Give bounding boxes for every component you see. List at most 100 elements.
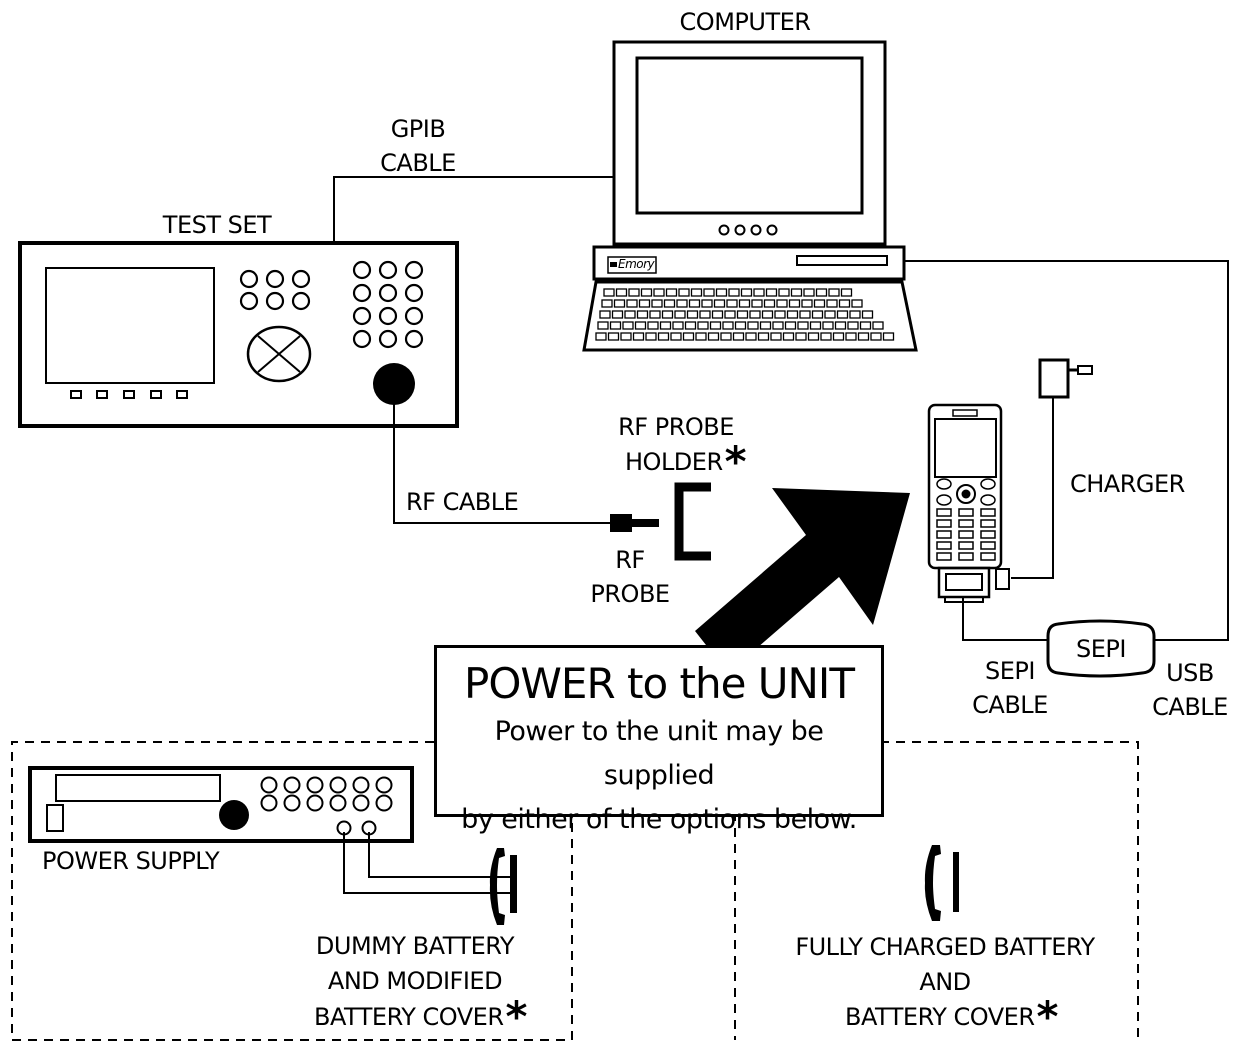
sepi-box xyxy=(1046,619,1156,678)
keyboard-key xyxy=(670,332,682,341)
keyboard-key xyxy=(724,310,736,319)
rf-probe xyxy=(610,514,659,532)
keyboard-key xyxy=(734,321,747,330)
keyboard-key xyxy=(647,321,659,330)
gpib-cable xyxy=(333,176,614,243)
keyboard-key xyxy=(826,299,838,308)
charger xyxy=(1038,358,1093,399)
keyboard-key xyxy=(701,299,713,308)
test-set xyxy=(18,241,459,428)
keyboard-key xyxy=(882,332,895,341)
keyboard-key xyxy=(728,288,740,297)
keyboard-key xyxy=(740,288,753,297)
keyboard-key xyxy=(732,332,745,341)
keyboard-key xyxy=(697,321,709,330)
rf-probe-holder-text: HOLDER xyxy=(625,448,723,476)
keyboard-key xyxy=(651,299,663,308)
keyboard-key xyxy=(736,310,749,319)
keyboard-key xyxy=(653,288,665,297)
sepi-cable-label-line2: CABLE xyxy=(972,691,1048,719)
keyboard-key xyxy=(782,332,795,341)
keyboard-key xyxy=(745,332,757,341)
keyboard-key xyxy=(726,299,738,308)
usb-cable xyxy=(905,260,1229,641)
keyboard-key xyxy=(849,310,861,319)
usb-cable-label-line1: USB xyxy=(1166,659,1214,687)
keyboard-key xyxy=(759,321,772,330)
keyboard-key xyxy=(657,332,670,341)
power-box-title: POWER to the UNIT xyxy=(464,659,855,708)
keyboard-key xyxy=(703,288,715,297)
keyboard-key xyxy=(611,310,624,319)
dummy-battery-cover-text: BATTERY COVER xyxy=(314,1003,504,1031)
keyboard-key xyxy=(757,332,770,341)
keyboard-key xyxy=(624,310,636,319)
asterisk-icon: * xyxy=(1036,992,1059,1041)
power-supply-label: POWER SUPPLY xyxy=(42,847,220,875)
keyboard-key xyxy=(847,321,859,330)
keyboard-key xyxy=(684,321,697,330)
keyboard-key xyxy=(722,321,734,330)
keyboard-key xyxy=(695,332,707,341)
keyboard-key xyxy=(620,332,632,341)
keyboard-key xyxy=(832,332,845,341)
keyboard-key xyxy=(845,332,857,341)
keyboard-key xyxy=(788,299,801,308)
power-supply-lead-2 xyxy=(368,832,513,878)
charged-battery xyxy=(924,845,959,921)
keyboard-key xyxy=(813,299,826,308)
keyboard-key xyxy=(638,299,651,308)
keyboard-key xyxy=(838,299,851,308)
keyboard-key xyxy=(661,310,674,319)
keyboard-key xyxy=(626,299,638,308)
keyboard-key xyxy=(690,288,703,297)
keyboard-key xyxy=(815,288,828,297)
keyboard-key xyxy=(678,288,690,297)
keyboard-key xyxy=(688,299,701,308)
charged-battery-label-line1: FULLY CHARGED BATTERY xyxy=(795,933,1095,961)
keyboard-key xyxy=(634,321,647,330)
rf-probe-holder-label-line2: HOLDER* xyxy=(625,441,747,483)
keyboard-key xyxy=(803,288,815,297)
keyboard-key xyxy=(761,310,774,319)
power-to-unit-box: POWER to the UNIT Power to the unit may … xyxy=(434,645,884,835)
keyboard-key xyxy=(809,321,822,330)
keyboard-key xyxy=(720,332,732,341)
keyboard-key xyxy=(807,332,820,341)
keyboard-key xyxy=(786,310,799,319)
keyboard-key xyxy=(640,288,653,297)
keyboard-key xyxy=(713,299,726,308)
keyboard-key xyxy=(595,332,607,341)
keyboard-key xyxy=(801,299,813,308)
keyboard-key xyxy=(609,321,622,330)
keyboard-key xyxy=(799,310,811,319)
keyboard-key xyxy=(811,310,824,319)
computer-label: COMPUTER xyxy=(679,8,811,36)
power-supply-lead-1 xyxy=(343,832,513,894)
keyboard-key xyxy=(751,299,763,308)
keyboard-key xyxy=(747,321,759,330)
sepi-cable xyxy=(962,598,1050,641)
keyboard-key xyxy=(597,321,609,330)
rf-probe-holder-label-line1: RF PROBE xyxy=(618,413,734,441)
keyboard-key xyxy=(749,310,761,319)
keyboard-key xyxy=(711,310,724,319)
keyboard-key xyxy=(790,288,803,297)
keyboard-key xyxy=(676,299,688,308)
keyboard-key xyxy=(795,332,807,341)
keyboard-key xyxy=(870,332,882,341)
computer-base xyxy=(592,245,906,281)
keyboard-key xyxy=(776,299,788,308)
keyboard-key xyxy=(682,332,695,341)
keyboard-key xyxy=(784,321,797,330)
keyboard-key xyxy=(709,321,722,330)
charger-cable xyxy=(1011,398,1054,579)
keyboard-key xyxy=(686,310,699,319)
keyboard-key xyxy=(645,332,657,341)
dummy-battery-label-line3: BATTERY COVER* xyxy=(314,996,527,1038)
keyboard-key xyxy=(622,321,634,330)
asterisk-icon: * xyxy=(505,992,528,1041)
big-arrow xyxy=(695,488,910,673)
